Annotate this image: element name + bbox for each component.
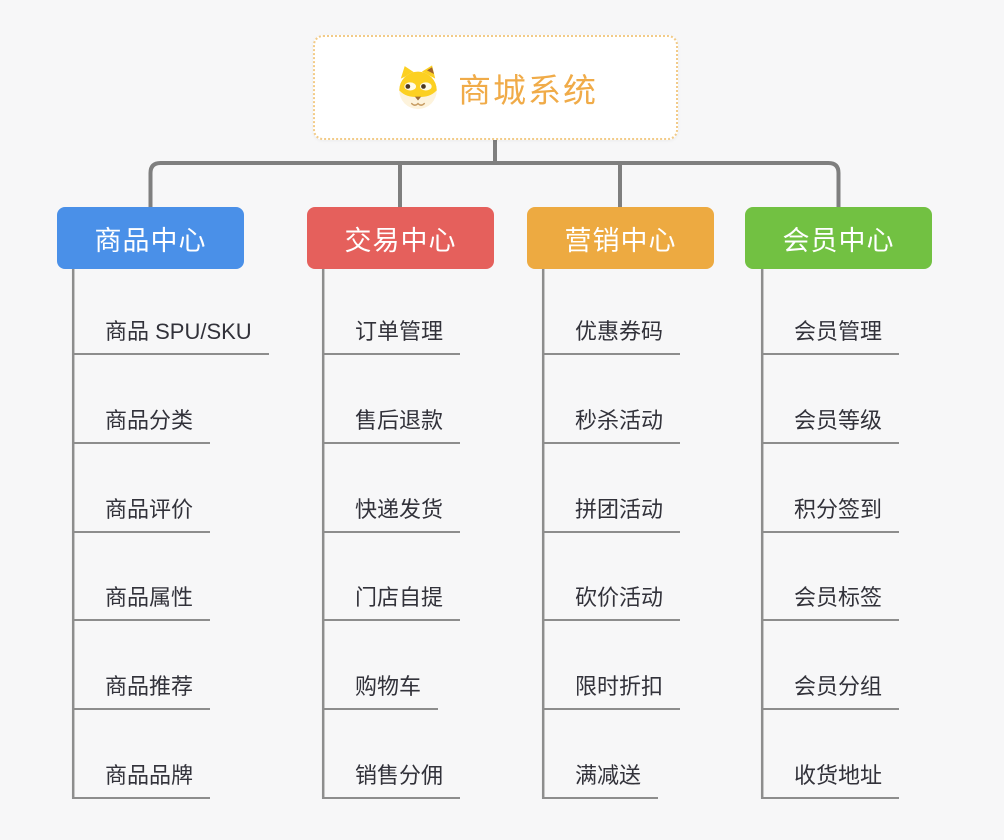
leaf-node[interactable]: 优惠券码: [542, 309, 681, 355]
branch-header-member-center[interactable]: 会员中心: [745, 207, 932, 269]
leaf-node[interactable]: 商品分类: [72, 398, 211, 444]
leaf-node[interactable]: 拼团活动: [542, 487, 681, 533]
leaf-node[interactable]: 限时折扣: [542, 664, 681, 710]
leaf-node[interactable]: 商品评价: [72, 487, 211, 533]
root-branch-connectors: [148, 140, 841, 208]
branch-header-trade-center[interactable]: 交易中心: [307, 207, 494, 269]
leaf-node[interactable]: 商品推荐: [72, 664, 211, 710]
root-title: 商城系统: [458, 71, 598, 109]
leaf-node[interactable]: 会员标签: [761, 575, 900, 621]
leaf-node[interactable]: 售后退款: [322, 398, 461, 444]
leaf-node[interactable]: 会员等级: [761, 398, 900, 444]
leaf-node[interactable]: 会员分组: [761, 664, 900, 710]
leaf-node[interactable]: 门店自提: [322, 575, 461, 621]
leaf-node[interactable]: 商品品牌: [72, 753, 211, 799]
branch-header-product-center[interactable]: 商品中心: [57, 207, 244, 269]
leaf-node[interactable]: 快递发货: [322, 487, 461, 533]
branch-header-marketing-center[interactable]: 营销中心: [527, 207, 714, 269]
leaf-node[interactable]: 商品 SPU/SKU: [72, 309, 269, 355]
dog-face-icon: [393, 64, 443, 112]
leaf-node[interactable]: 秒杀活动: [542, 398, 681, 444]
leaf-node[interactable]: 购物车: [322, 664, 439, 710]
leaf-node[interactable]: 订单管理: [322, 309, 461, 355]
leaf-node[interactable]: 会员管理: [761, 309, 900, 355]
leaf-node[interactable]: 积分签到: [761, 487, 900, 533]
leaf-node[interactable]: 收货地址: [761, 753, 900, 799]
leaf-node[interactable]: 砍价活动: [542, 575, 681, 621]
leaf-node[interactable]: 商品属性: [72, 575, 211, 621]
root-node[interactable]: 商城系统: [313, 35, 678, 140]
leaf-node[interactable]: 销售分佣: [322, 753, 461, 799]
leaf-node[interactable]: 满减送: [542, 753, 659, 799]
